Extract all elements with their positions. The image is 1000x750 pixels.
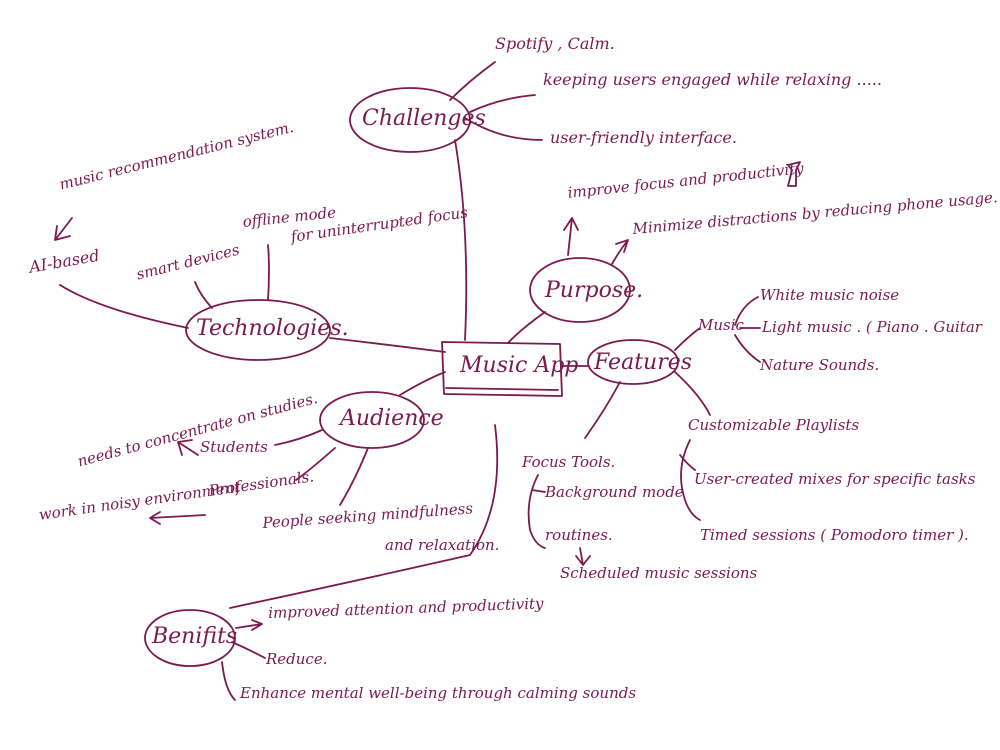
purpose-label: Purpose. — [545, 278, 644, 303]
features-to-focus — [584, 381, 621, 439]
features-music-nature: Nature Sounds. — [760, 356, 880, 374]
professionals-arrow — [149, 511, 206, 525]
focus-bracket — [527, 474, 546, 549]
features-focus-background: Background mode — [545, 483, 684, 501]
routines-arrow — [575, 547, 591, 566]
features-playlists-label: Customizable Playlists — [688, 416, 860, 434]
benefits-to-enhance — [221, 661, 236, 701]
audience-to-center — [399, 371, 446, 396]
technologies-label: Technologies. — [196, 316, 349, 341]
challenges-item-interface: user-friendly interface. — [550, 128, 737, 147]
ai-arrow — [54, 217, 73, 241]
features-focus-label: Focus Tools. — [522, 453, 616, 471]
technologies-to-ai — [59, 284, 189, 329]
technologies-ellipse — [185, 299, 331, 361]
technologies-to-smart — [194, 281, 213, 309]
features-to-playlists — [674, 371, 711, 416]
features-label: Features — [594, 350, 693, 375]
features-music-light: Light music . ( Piano . Guitar — [762, 318, 982, 336]
playlists-bracket — [680, 439, 701, 521]
features-music-white: White music noise — [760, 286, 900, 304]
productivity-up-arrow — [787, 161, 801, 187]
features-to-music — [674, 327, 701, 351]
challenges-label: Challenges — [362, 106, 486, 131]
center-label: Music App — [460, 353, 579, 378]
challenges-item-spotify: Spotify , Calm. — [495, 34, 615, 53]
focus-to-background — [531, 489, 546, 493]
features-playlists-user: User-created mixes for specific tasks — [694, 470, 976, 488]
challenges-to-engaged — [469, 94, 536, 113]
audience-ellipse — [319, 391, 425, 449]
challenges-to-interface — [464, 117, 543, 141]
features-focus-scheduled: Scheduled music sessions — [560, 564, 758, 582]
audience-to-mindfulness — [339, 447, 369, 506]
music-to-nature — [734, 334, 761, 363]
challenges-to-spotify — [449, 61, 496, 101]
purpose-to-minimize — [611, 239, 629, 265]
features-playlists-timed: Timed sessions ( Pomodoro timer ). — [700, 526, 969, 544]
benefits-ellipse — [144, 609, 236, 667]
benefits-item-enhance: Enhance mental well-being through calmin… — [240, 684, 637, 702]
playlists-to-user — [679, 454, 696, 471]
audience-to-professionals — [295, 447, 336, 481]
center-box-underline — [445, 387, 559, 391]
students-arrow — [177, 439, 199, 456]
benefits-to-reduce — [231, 641, 266, 659]
purpose-ellipse — [529, 257, 631, 323]
benefits-to-improved — [235, 619, 263, 631]
audience-label: Audience — [340, 406, 444, 431]
technologies-to-offline — [267, 244, 270, 301]
features-focus-routines: routines. — [545, 526, 613, 544]
purpose-arrow-up — [563, 217, 579, 256]
challenges-to-center — [454, 139, 468, 341]
benefits-item-reduce: Reduce. — [266, 650, 328, 668]
challenges-item-engaged: keeping users engaged while relaxing ...… — [543, 70, 882, 89]
music-to-white — [734, 296, 759, 326]
audience-mindfulness-2: and relaxation. — [385, 536, 500, 554]
benefits-label: Benifits — [152, 624, 238, 649]
features-ellipse — [587, 339, 679, 385]
purpose-to-center — [507, 311, 546, 344]
center-box — [441, 341, 563, 397]
audience-students: Students — [200, 438, 268, 456]
center-to-benefits — [229, 424, 499, 609]
features-music-label: Music — [698, 316, 744, 334]
audience-to-students — [274, 429, 323, 446]
technologies-to-center — [329, 337, 446, 353]
